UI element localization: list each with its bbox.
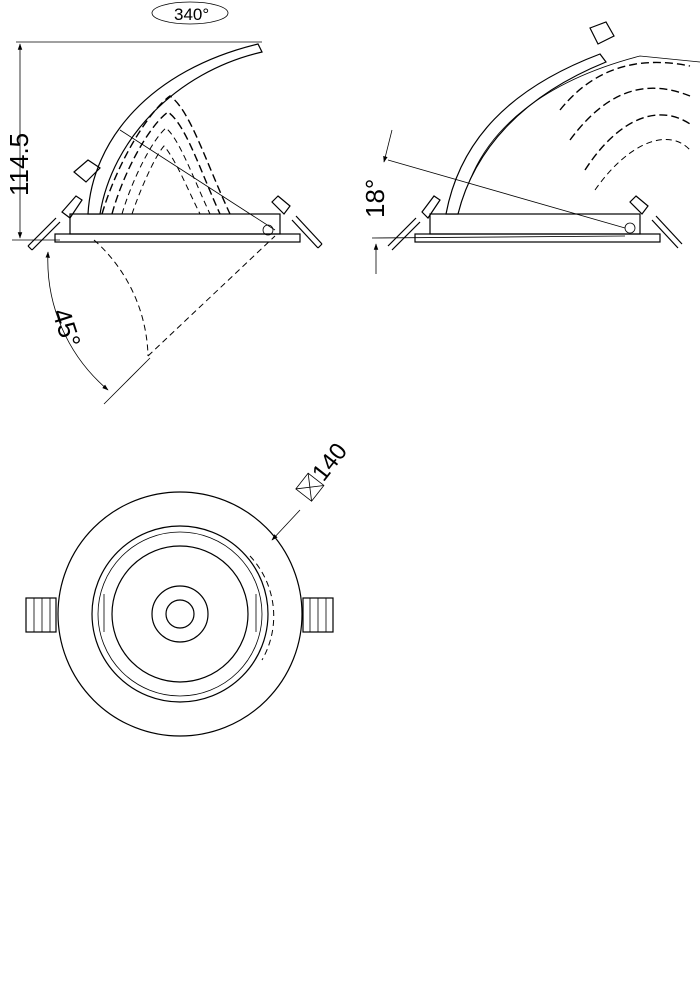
rotation-dimension: 340° bbox=[151, 1, 229, 25]
flange bbox=[54, 233, 301, 243]
tilt-spring-left bbox=[387, 195, 441, 251]
cutout-label: 140 bbox=[307, 438, 353, 486]
lens bbox=[151, 585, 209, 643]
connector-left bbox=[25, 597, 57, 633]
swivel-label: 45° bbox=[46, 305, 87, 352]
swivel-arm bbox=[87, 43, 263, 215]
tilt-arm bbox=[445, 53, 607, 215]
connector-right bbox=[302, 597, 334, 633]
cutout-dimension: 140 bbox=[295, 438, 353, 502]
tilt-label: 18° bbox=[360, 179, 390, 218]
plan-view: 140 bbox=[25, 438, 353, 737]
spring-clip-right bbox=[271, 195, 323, 249]
housing bbox=[69, 213, 281, 235]
rotation-label: 340° bbox=[174, 5, 209, 24]
outer-ring bbox=[57, 491, 303, 737]
side-elevation-swivel: 114.5 45 bbox=[4, 41, 323, 405]
side-elevation-tilt: 18° bbox=[360, 21, 700, 274]
tilt-spring-right bbox=[629, 195, 683, 249]
spring-clip-left bbox=[27, 195, 83, 251]
tilt-flange bbox=[414, 233, 661, 243]
tilt-housing bbox=[429, 213, 641, 235]
height-label: 114.5 bbox=[4, 133, 34, 196]
